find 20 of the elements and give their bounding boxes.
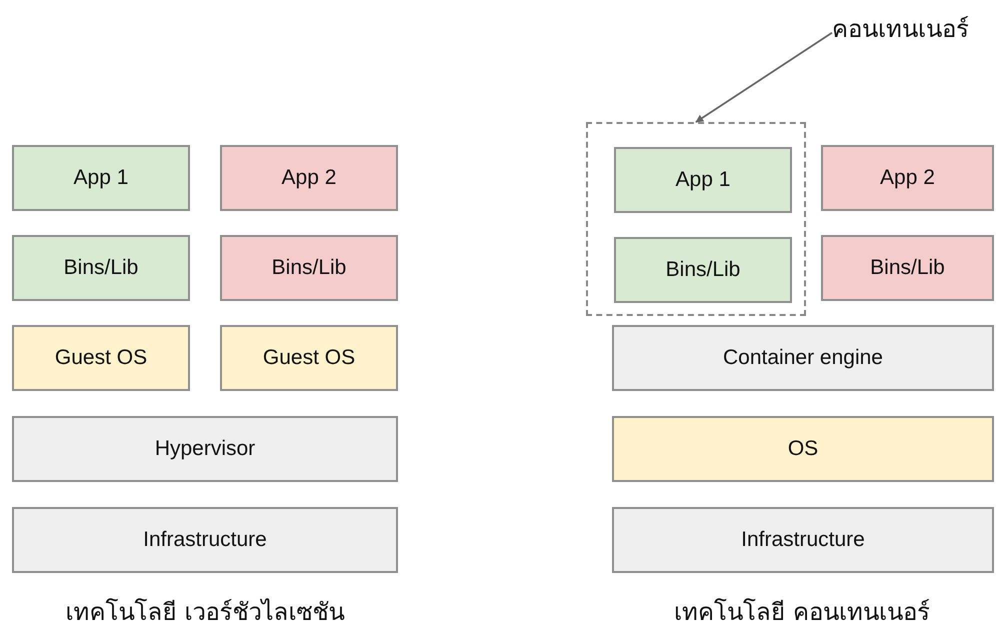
callout-text: คอนเทนเนอร์ [832, 8, 992, 48]
layer-box: App 1 [614, 147, 792, 213]
layer-box: Bins/Lib [12, 235, 190, 301]
container-outline [586, 122, 806, 316]
layer-box: Bins/Lib [614, 237, 792, 303]
diagram-caption: เทคโนโลยี คอนเทนเนอร์ [673, 597, 931, 628]
leader-arrow [695, 32, 832, 123]
layer-box: Bins/Lib [821, 235, 994, 301]
layer-box: Guest OS [12, 325, 190, 391]
layer-box: Guest OS [220, 325, 398, 391]
diagram-caption: เทคโนโลยี เวอร์ชัวไลเซชัน [64, 597, 346, 628]
layer-box: App 1 [12, 145, 190, 211]
layer-box: Bins/Lib [220, 235, 398, 301]
layer-box: Hypervisor [12, 416, 398, 482]
layer-box: OS [612, 416, 994, 482]
layer-box: Container engine [612, 325, 994, 391]
layer-box: App 2 [821, 145, 994, 211]
layer-box: Infrastructure [12, 507, 398, 573]
layer-box: Infrastructure [612, 507, 994, 573]
layer-box: App 2 [220, 145, 398, 211]
